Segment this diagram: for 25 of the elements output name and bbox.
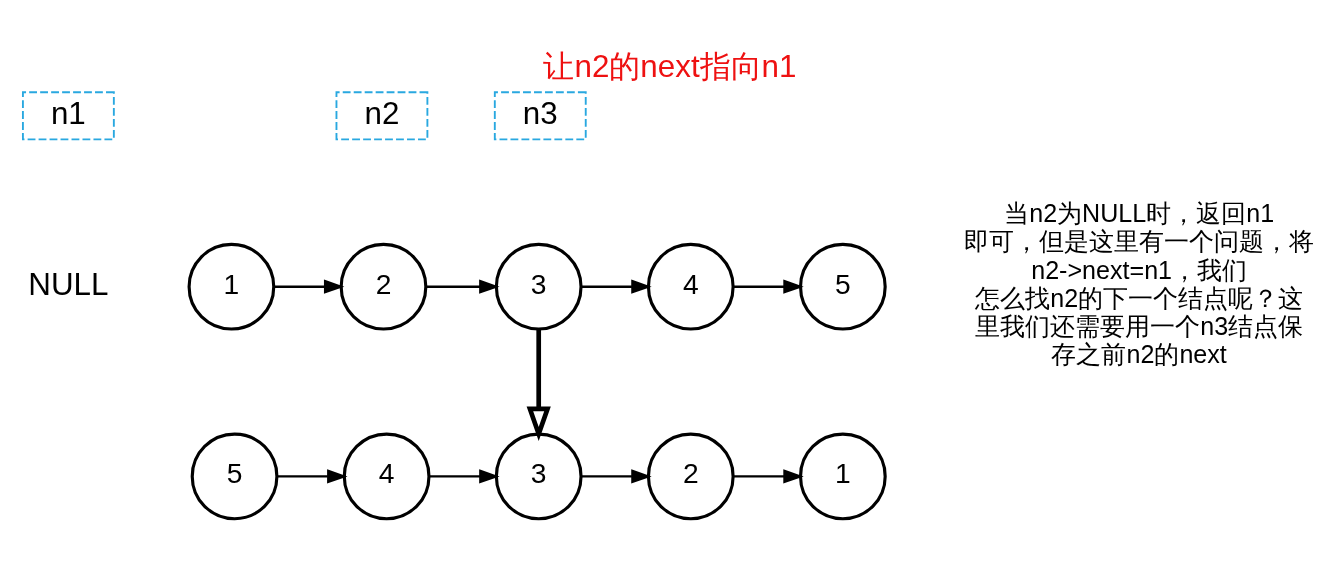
node-text: NULL [28, 266, 109, 302]
arrow [526, 329, 551, 442]
diagram-title: 让n2的next指向n1 [543, 48, 797, 84]
arrow [425, 279, 500, 294]
arrow [274, 279, 345, 294]
arrow [429, 469, 500, 484]
node-circle: 3 [494, 432, 583, 521]
node-circle: 1 [187, 242, 276, 331]
arrow [581, 279, 652, 294]
node-circle: 5 [190, 432, 279, 521]
node-box: n3 [493, 91, 587, 141]
arrow [581, 469, 652, 484]
node-circle: 3 [494, 242, 583, 331]
arrow [277, 469, 348, 484]
node-circle: 2 [646, 432, 735, 521]
node-circle: 1 [798, 432, 887, 521]
node-circle: 4 [646, 242, 735, 331]
arrow [733, 469, 804, 484]
node-box: n2 [335, 91, 429, 141]
label: 当n2为NULL时，返回n1即可，但是这里有一个问题，将n2->next=n1，我们怎么找n2的下一个结点呢？这里我们还需要用一个n3结点保存之前n2的next [964, 199, 1315, 369]
node-circle: 2 [339, 242, 428, 331]
node-circle: 5 [798, 242, 887, 331]
node-circle: 4 [342, 432, 431, 521]
node-box: n1 [21, 91, 115, 141]
arrow [733, 279, 804, 294]
